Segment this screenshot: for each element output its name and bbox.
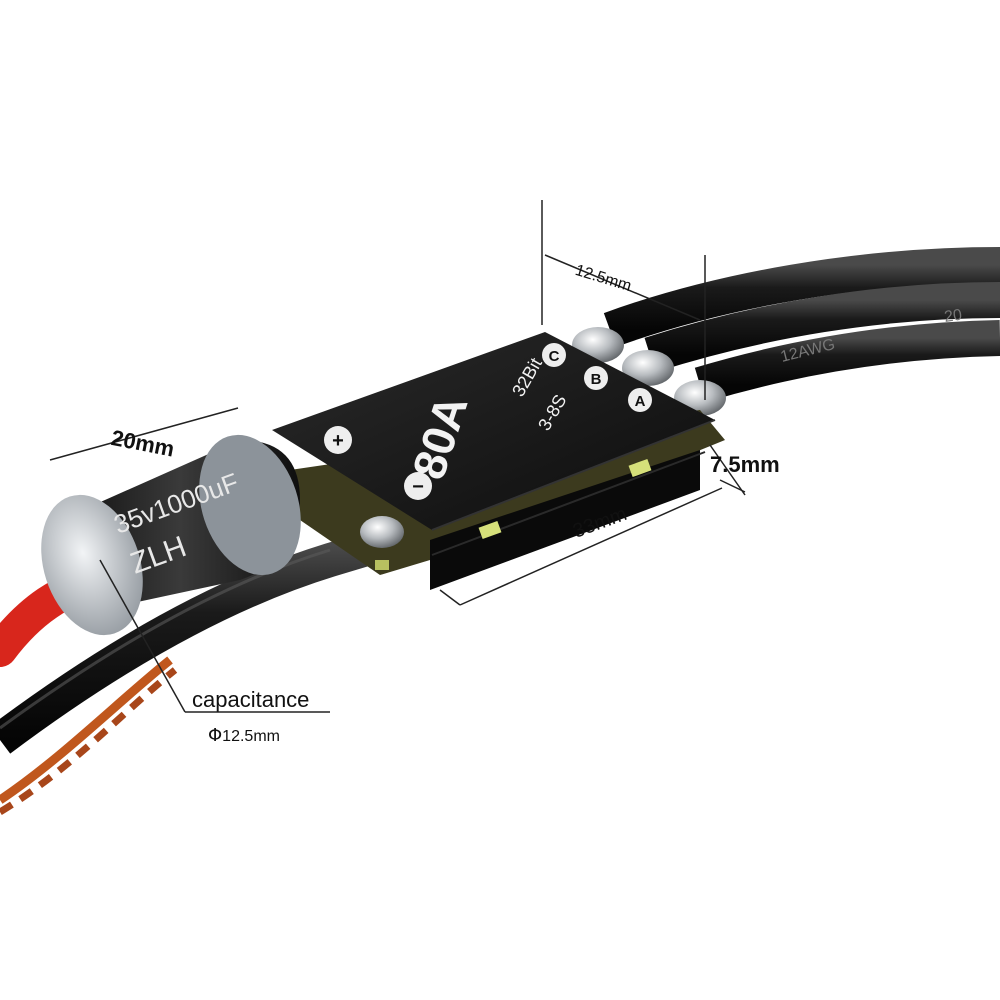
capacitance-callout-title: capacitance (192, 687, 310, 712)
wire-gauge-tail-text: 20 (943, 307, 963, 326)
motor-wires: 12AWG 20 (603, 247, 1000, 403)
phase-a-icon (628, 388, 652, 412)
signal-wire (0, 656, 178, 816)
capacitance-callout-value: Φ12.5mm (208, 725, 280, 746)
led-indicator (478, 520, 502, 540)
minus-terminal-icon (404, 472, 432, 500)
capacitance-diameter: 12.5mm (222, 728, 280, 745)
phase-a-label: A (635, 393, 646, 410)
black-power-wire (0, 528, 385, 754)
phase-b-label: B (591, 371, 602, 388)
phase-c-icon (542, 343, 566, 367)
phase-c-label: C (549, 348, 560, 365)
capacitor-top (41, 494, 143, 636)
minus-symbol: − (412, 476, 424, 498)
esc-body-side (430, 450, 700, 590)
phi-symbol: Φ (208, 725, 223, 746)
led-indicator (628, 458, 652, 478)
phase-b-icon (584, 366, 608, 390)
led-indicator (375, 560, 389, 570)
solder-joint-left (360, 516, 404, 548)
plus-terminal-icon (324, 426, 352, 454)
dimension-lines (49, 200, 746, 713)
plus-symbol: + (332, 430, 344, 452)
capacitor: 35v1000uF ZLH (41, 434, 301, 636)
height-dimension-label: 7.5mm (710, 452, 780, 477)
